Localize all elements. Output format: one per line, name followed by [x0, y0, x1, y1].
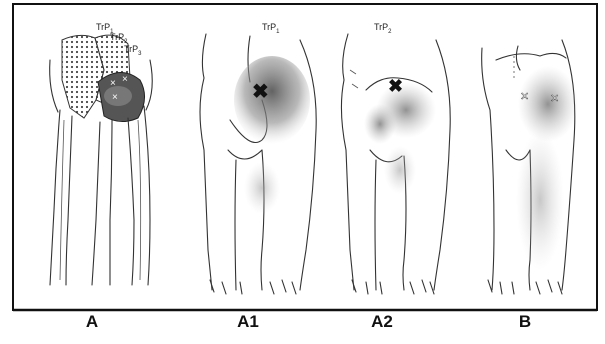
a2-referral-pain-2 — [364, 104, 396, 144]
trp-x-1: × — [110, 78, 116, 89]
trp-x-3: × — [112, 92, 118, 103]
muscle-shading — [104, 86, 132, 106]
panel-label-b: B — [495, 312, 555, 332]
trp-x-2: × — [122, 74, 128, 85]
panel-a2-drawing: ✖ TrP2 — [341, 22, 450, 294]
a2-referral-pain-thigh — [384, 146, 416, 194]
a1-trigger-x: ✖ — [252, 81, 269, 103]
panel-b-drawing: ✕ ✕ — [482, 40, 578, 294]
a1-referral-pain — [234, 56, 310, 144]
b-trigger-x-1: ✕ — [520, 91, 529, 103]
panel-label-a2: A2 — [352, 312, 412, 332]
panel-a2-trp-label: TrP2 — [374, 22, 392, 35]
panel-label-a: A — [62, 312, 122, 332]
panel-a1-trp-label: TrP1 — [262, 22, 280, 35]
panel-a-drawing: × × × TrP1 TrP2 TrP3 — [50, 22, 153, 285]
panel-a1-drawing: ✖ TrP1 — [200, 22, 316, 294]
a2-trigger-x: ✖ — [388, 76, 403, 96]
b-referral-pain-thigh — [516, 130, 564, 270]
panel-label-a1: A1 — [218, 312, 278, 332]
b-trigger-x-2: ✕ — [550, 93, 559, 105]
b-referral-pain — [518, 66, 578, 142]
a1-referral-pain-thigh — [244, 162, 280, 214]
